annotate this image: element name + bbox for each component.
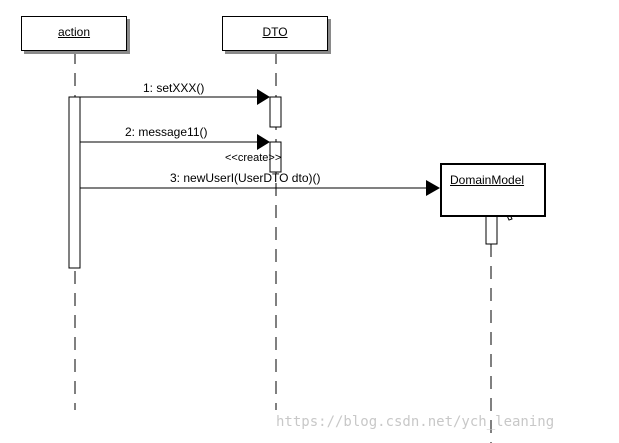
message-label-1: 1: setXXX() <box>143 81 205 95</box>
arrowhead-3 <box>426 180 440 196</box>
arrowhead-1 <box>257 89 270 105</box>
activation-domain <box>485 215 498 245</box>
watermark: https://blog.csdn.net/ych_leaning <box>276 414 555 430</box>
message-label-2: 2: message11() <box>125 125 208 139</box>
activation-action <box>68 96 81 269</box>
activation-dto-1 <box>269 96 282 128</box>
lifeline-domain-model-box[interactable]: DomainModel <box>440 163 546 217</box>
activation-dto-2 <box>269 141 282 173</box>
lifeline-dto-label: DTO <box>262 25 288 39</box>
lifeline-dto-box[interactable]: DTO <box>222 16 328 51</box>
create-stereotype-label: <<create>> <box>225 152 282 164</box>
lifeline-action-label: action <box>57 25 91 39</box>
arrowhead-2 <box>257 134 270 150</box>
message-label-3: 3: newUserI(UserDTO dto)() <box>170 171 321 185</box>
lifeline-domain-model-label: DomainModel <box>450 173 525 187</box>
lifeline-action-box[interactable]: action <box>21 16 127 51</box>
